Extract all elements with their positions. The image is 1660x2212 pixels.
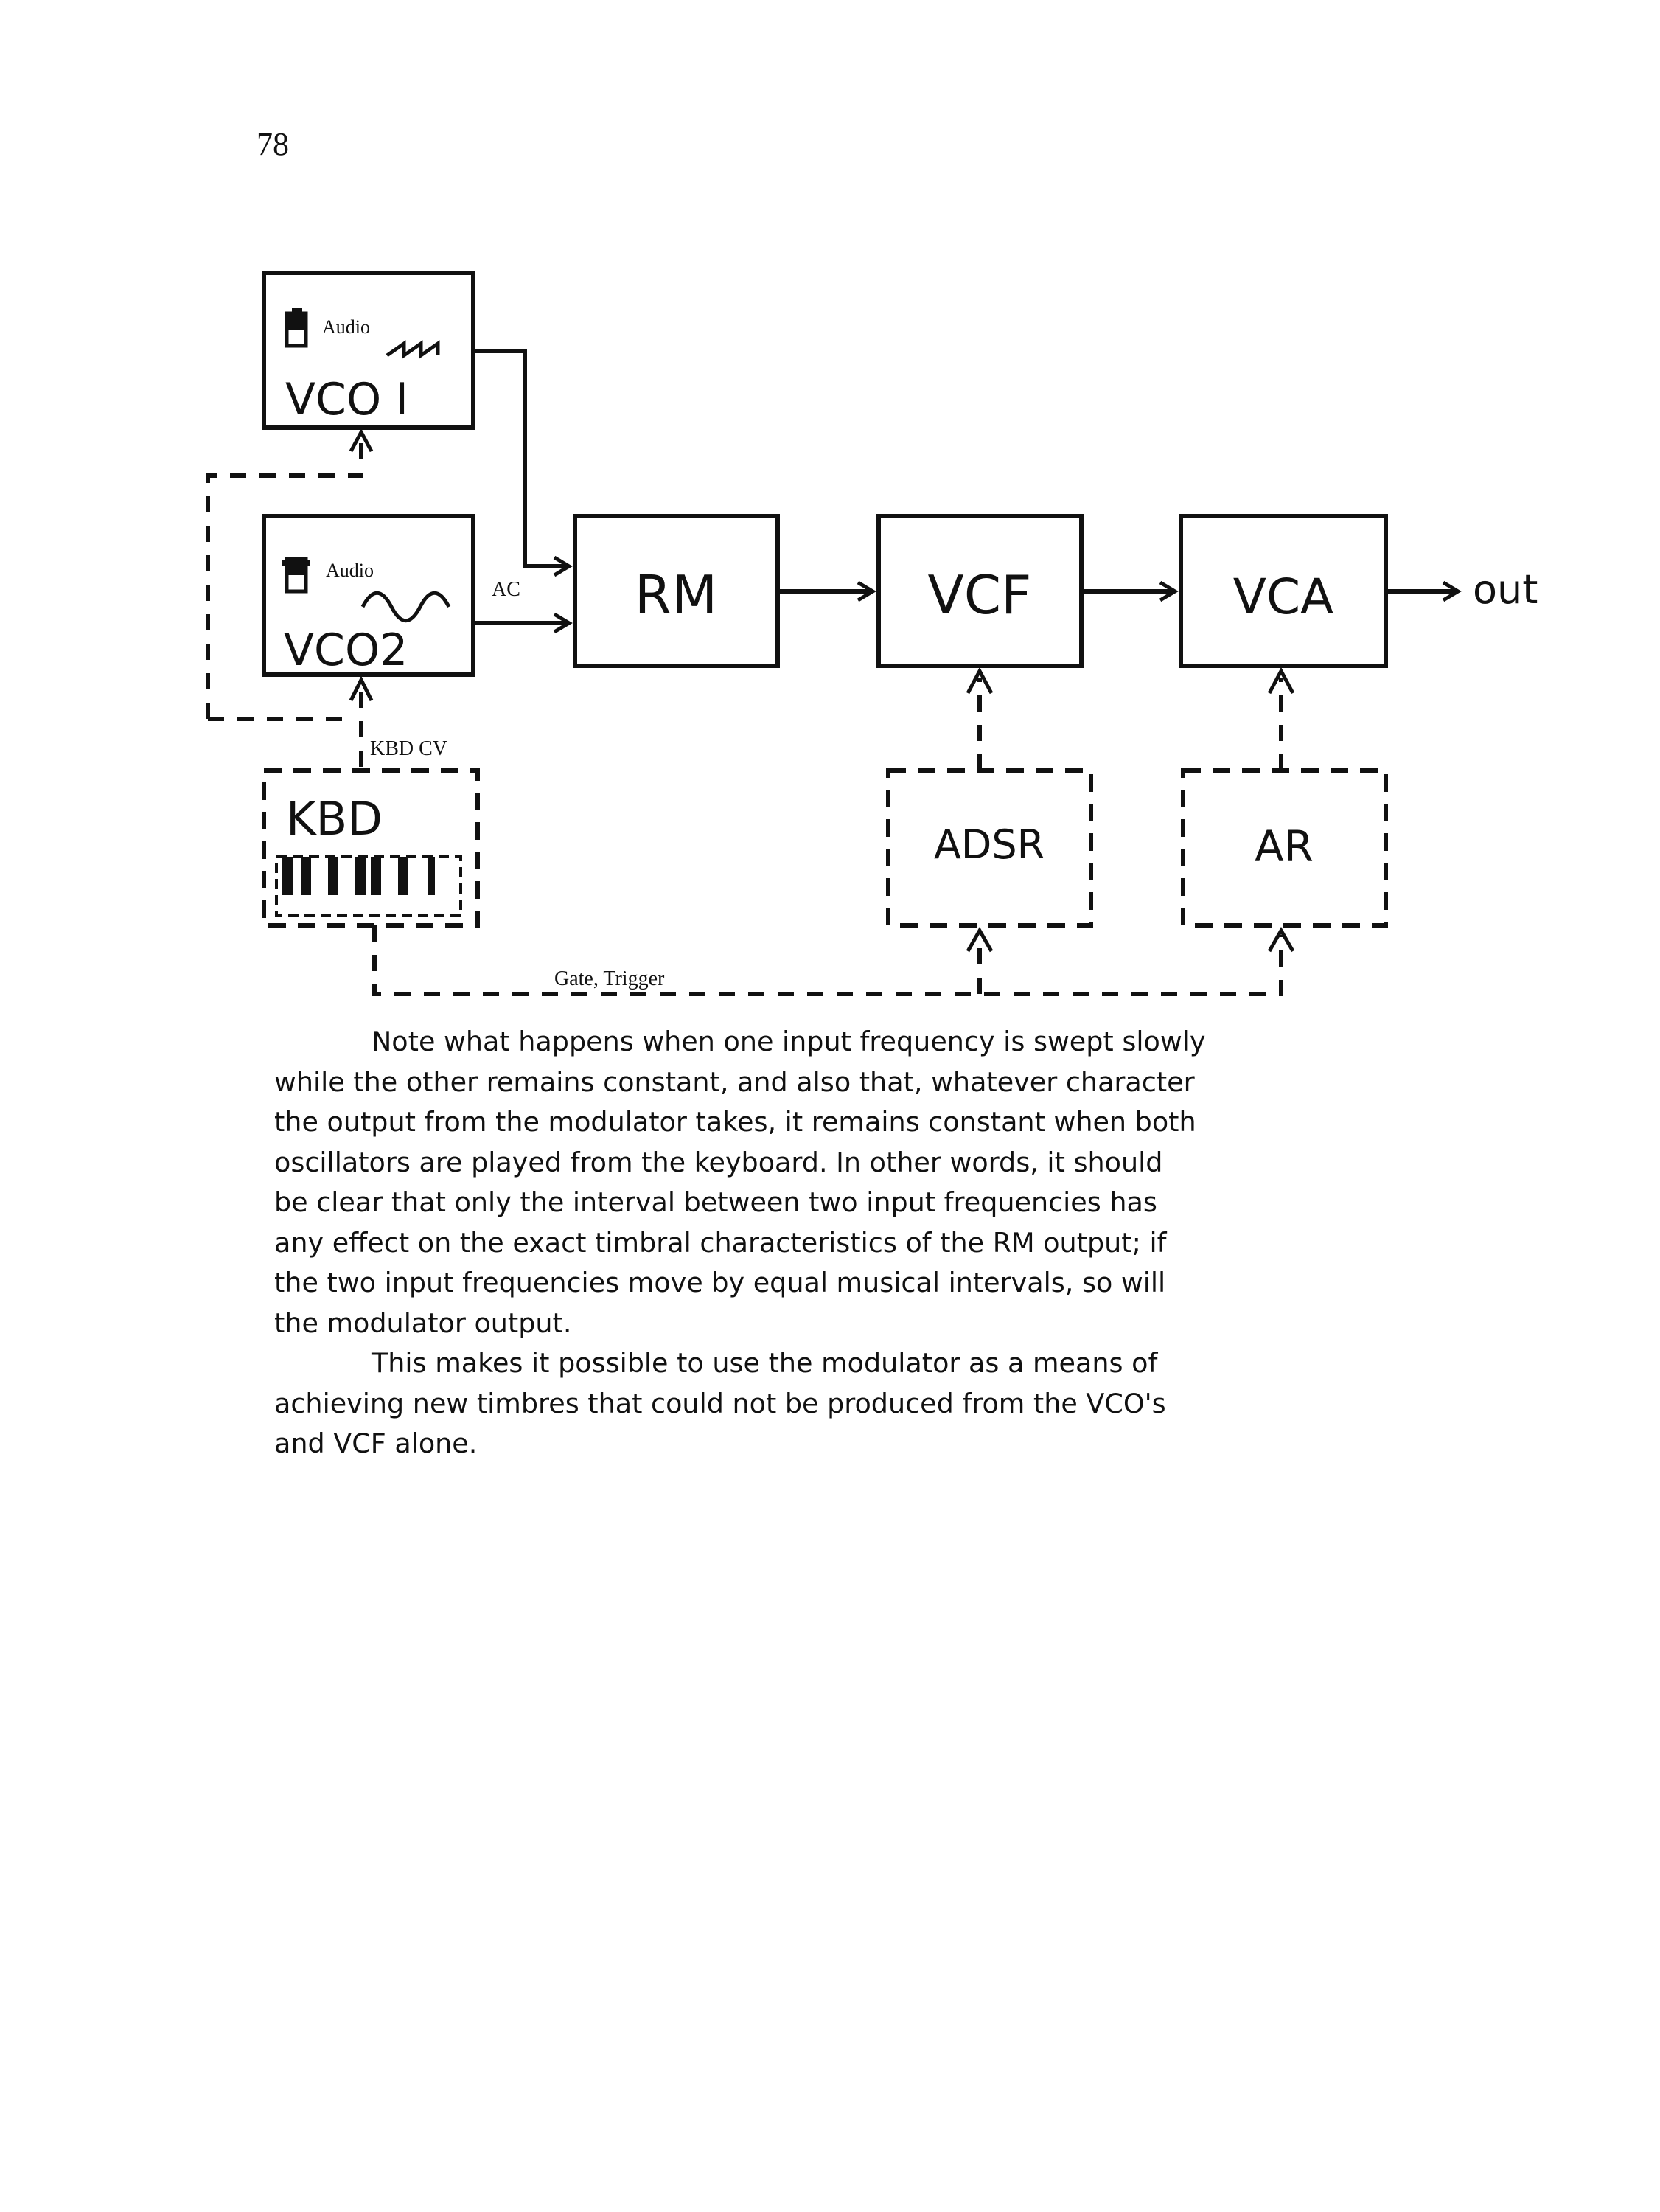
vco2-module: Audio VCO2 bbox=[262, 514, 475, 677]
rm-label: RM bbox=[635, 564, 717, 626]
keyboard-keys-icon bbox=[275, 855, 462, 917]
paragraph-line: the two input frequencies move by equal … bbox=[274, 1267, 1166, 1298]
vco1-module: Audio VCO I bbox=[262, 271, 475, 430]
vco1-switch-label: Audio bbox=[322, 316, 370, 338]
vco1-control-arrow bbox=[349, 428, 374, 453]
paragraph-line: This makes it possible to use the modula… bbox=[372, 1347, 1158, 1379]
vco2-label: VCO2 bbox=[284, 625, 408, 676]
paragraph-line: Note what happens when one input frequen… bbox=[372, 1026, 1206, 1057]
vcf-control-arrow bbox=[966, 667, 994, 695]
adsr-module: ADSR bbox=[886, 768, 1093, 928]
vcf-label: VCF bbox=[928, 564, 1032, 626]
vco1-to-rm-line bbox=[473, 349, 573, 577]
body-text: Note what happens when one input frequen… bbox=[274, 1022, 1232, 1464]
adsr-gate-arrow bbox=[966, 926, 994, 953]
paragraph-line: while the other remains constant, and al… bbox=[274, 1065, 1195, 1098]
paragraph-1: Note what happens when one input frequen… bbox=[274, 1022, 1232, 1343]
gate-trigger-line bbox=[372, 925, 1283, 996]
kbd-label: KBD bbox=[286, 792, 383, 846]
signal-flow-diagram: Audio VCO I Audio VCO2 RM VCF VCA AC out bbox=[206, 271, 1538, 996]
ar-module: AR bbox=[1181, 768, 1388, 928]
gate-trigger-label: Gate, Trigger bbox=[554, 967, 665, 990]
control-connections bbox=[206, 442, 1283, 996]
out-label: out bbox=[1473, 566, 1538, 613]
ar-label: AR bbox=[1255, 821, 1314, 872]
paragraph-line: and VCF alone. bbox=[274, 1427, 478, 1459]
adsr-label: ADSR bbox=[934, 821, 1045, 868]
paragraph-line: be clear that only the interval between … bbox=[274, 1186, 1157, 1218]
vca-label: VCA bbox=[1233, 568, 1333, 625]
paragraph-line: the modulator output. bbox=[274, 1307, 572, 1339]
vco2-to-vco1-control-line bbox=[206, 442, 363, 719]
sine-wave-icon bbox=[360, 591, 451, 623]
vco2-control-arrow bbox=[349, 675, 374, 702]
vco2-switch-icon bbox=[282, 557, 310, 594]
vcf-module: VCF bbox=[876, 514, 1084, 668]
paragraph-line: any effect on the exact timbral characte… bbox=[274, 1226, 1167, 1259]
vca-control-arrow bbox=[1267, 667, 1295, 695]
vca-module: VCA bbox=[1179, 514, 1388, 668]
kbd-module: KBD bbox=[262, 768, 480, 928]
kbd-cv-label: KBD CV bbox=[370, 737, 447, 760]
ar-gate-arrow bbox=[1267, 926, 1295, 953]
paragraph-2: This makes it possible to use the modula… bbox=[274, 1343, 1232, 1464]
paragraph-line: the output from the modulator takes, it … bbox=[274, 1106, 1196, 1138]
ac-label: AC bbox=[492, 578, 520, 601]
vco1-switch-icon bbox=[285, 308, 308, 348]
control-arrowheads bbox=[349, 428, 1295, 953]
sawtooth-wave-icon bbox=[386, 340, 440, 359]
vco1-label: VCO I bbox=[285, 374, 408, 425]
page-number: 78 bbox=[257, 126, 289, 162]
paragraph-line: achieving new timbres that could not be … bbox=[274, 1387, 1166, 1419]
audio-connections bbox=[473, 349, 1462, 634]
vco2-switch-label: Audio bbox=[326, 560, 374, 581]
rm-module: RM bbox=[573, 514, 780, 668]
paragraph-line: oscillators are played from the keyboard… bbox=[274, 1146, 1163, 1178]
